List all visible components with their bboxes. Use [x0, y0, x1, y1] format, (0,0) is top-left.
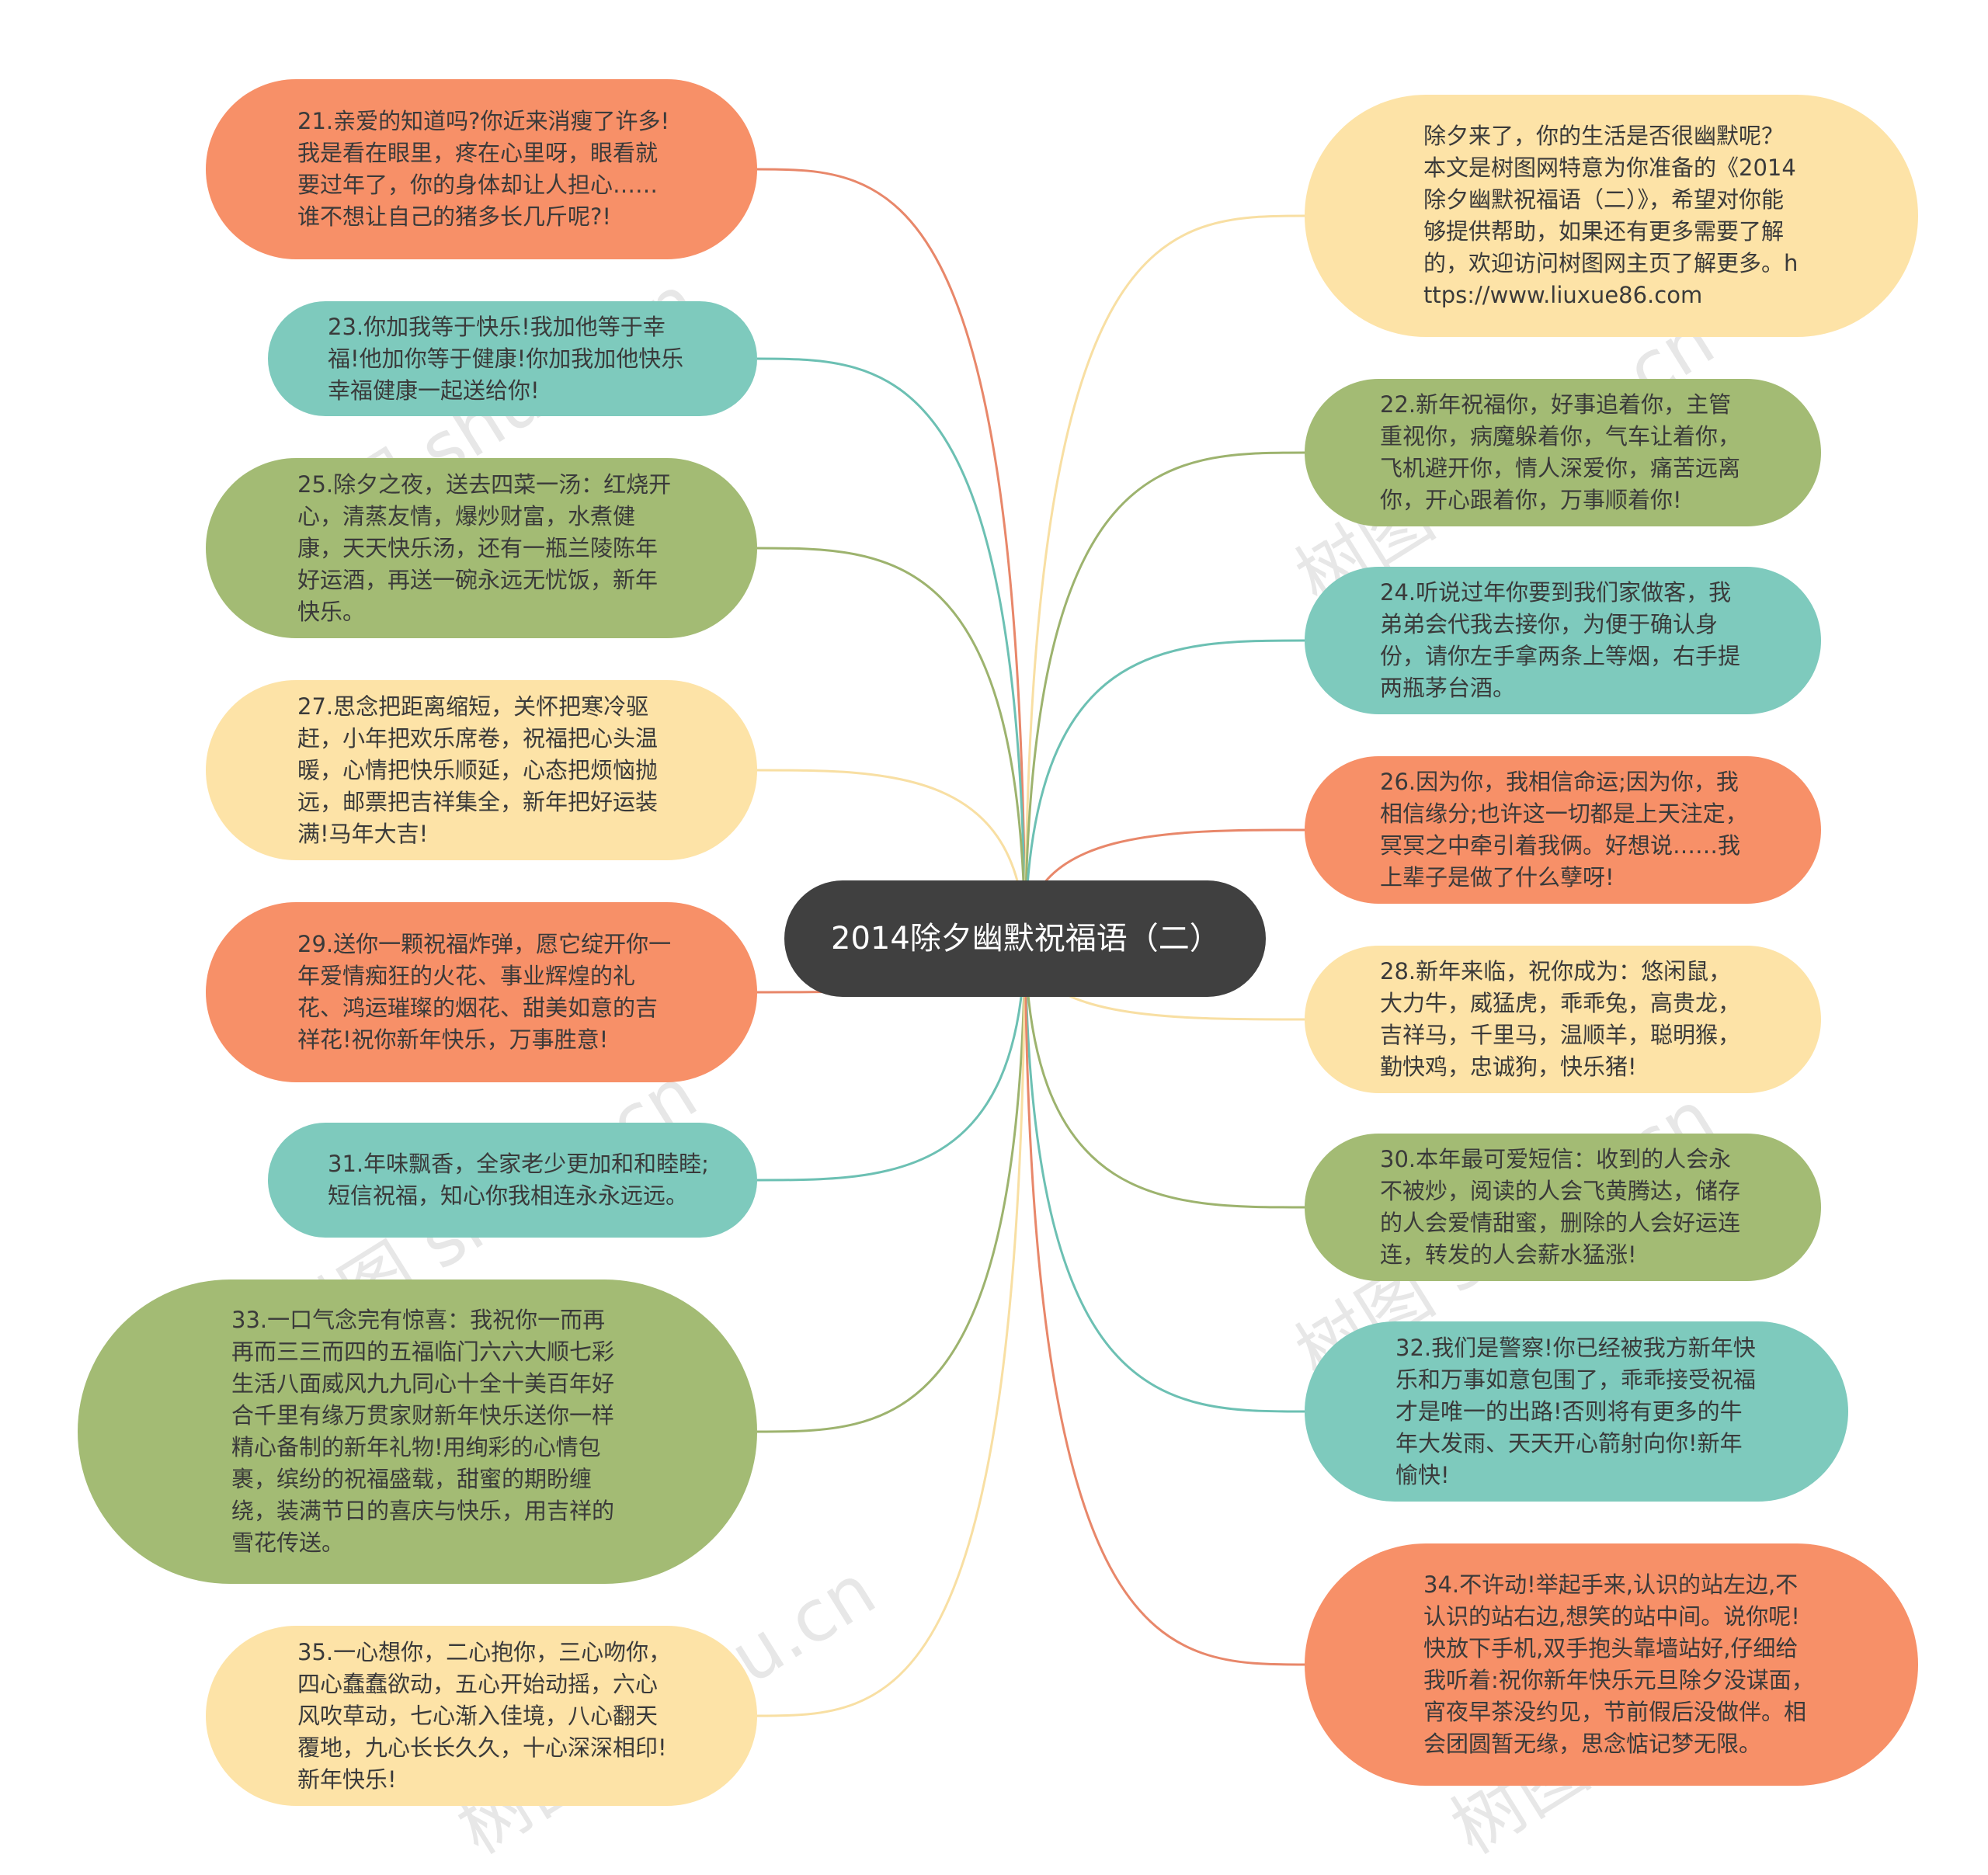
- connector-n27: [756, 769, 1027, 939]
- topic-text: 32.我们是警察!你已经被我方新年快乐和万事如意包围了，乖乖接受祝福才是唯一的出…: [1395, 1334, 1757, 1488]
- connector-n31: [756, 938, 1027, 1182]
- topic-text: 29.送你一颗祝福炸弹，愿它绽开你一年爱情痴狂的火花、事业辉煌的礼花、鸿运璀璨的…: [297, 931, 672, 1053]
- topic-node-30[interactable]: 30.本年最可爱短信：收到的人会永不被炒，阅读的人会飞黄腾达，储存的人会爱情甜蜜…: [1305, 1134, 1821, 1281]
- topic-text: 23.你加我等于快乐!我加他等于幸福!他加你等于健康!你加我加他快乐幸福健康一起…: [328, 313, 684, 404]
- topic-text: 除夕来了，你的生活是否很幽默呢？本文是树图网特意为你准备的《2014除夕幽默祝福…: [1423, 123, 1799, 308]
- topic-text: 27.思念把距离缩短，关怀把寒冷驱赶，小年把欢乐席卷，祝福把心头温暖，心情把快乐…: [297, 693, 659, 847]
- topic-text: 22.新年祝福你，好事追着你，主管重视你，病魔躲着你，气车让着你，飞机避开你，情…: [1380, 391, 1741, 513]
- topic-text: 30.本年最可爱短信：收到的人会永不被炒，阅读的人会飞黄腾达，储存的人会爱情甜蜜…: [1380, 1146, 1741, 1268]
- topic-node-21[interactable]: 21.亲爱的知道吗?你近来消瘦了许多!我是看在眼里，疼在心里呀，眼看就要过年了，…: [206, 79, 757, 259]
- topic-node-35[interactable]: 35.一心想你，二心抱你，三心吻你，四心蠢蠢欲动，五心开始动摇，六心风吹草动，七…: [206, 1626, 757, 1806]
- connector-n33: [756, 938, 1027, 1433]
- topic-node-33[interactable]: 33.一口气念完有惊喜：我祝你一而再再而三三而四的五福临门六六大顺七彩生活八面威…: [78, 1280, 757, 1584]
- connector-n22: [1024, 451, 1305, 939]
- topic-text: 26.因为你，我相信命运;因为你，我相信缘分;也许这一切都是上天注定，冥冥之中牵…: [1380, 769, 1748, 891]
- connector-n23: [756, 357, 1027, 939]
- connector-n25: [756, 547, 1027, 939]
- connector-n21: [756, 168, 1027, 939]
- topic-node-29[interactable]: 29.送你一颗祝福炸弹，愿它绽开你一年爱情痴狂的火花、事业辉煌的礼花、鸿运璀璨的…: [206, 902, 757, 1082]
- topic-text: 25.除夕之夜，送去四菜一汤：红烧开心，清蒸友情，爆炒财富，水煮健康，天天快乐汤…: [297, 470, 672, 625]
- topic-text: 28.新年来临，祝你成为：悠闲鼠，大力牛，威猛虎，乖乖兔，高贵龙，吉祥马，千里马…: [1380, 958, 1741, 1080]
- topic-node-26[interactable]: 26.因为你，我相信命运;因为你，我相信缘分;也许这一切都是上天注定，冥冥之中牵…: [1305, 756, 1821, 904]
- topic-node-23[interactable]: 23.你加我等于快乐!我加他等于幸福!他加你等于健康!你加我加他快乐幸福健康一起…: [268, 301, 757, 416]
- topic-text: 31.年味飘香，全家老少更加和和睦睦;短信祝福，知心你我相连永永远远。: [328, 1151, 709, 1209]
- root-title: 2014除夕幽默祝福语（二）: [831, 921, 1221, 957]
- connector-n34: [1024, 938, 1305, 1666]
- topic-node-32[interactable]: 32.我们是警察!你已经被我方新年快乐和万事如意包围了，乖乖接受祝福才是唯一的出…: [1305, 1321, 1848, 1502]
- connector-n35: [756, 938, 1027, 1717]
- topic-node-28[interactable]: 28.新年来临，祝你成为：悠闲鼠，大力牛，威猛虎，乖乖兔，高贵龙，吉祥马，千里马…: [1305, 946, 1821, 1093]
- topic-node-24[interactable]: 24.听说过年你要到我们家做客，我弟弟会代我去接你，为便于确认身份，请你左手拿两…: [1305, 567, 1821, 714]
- connector-n24: [1024, 639, 1305, 939]
- topic-text: 21.亲爱的知道吗?你近来消瘦了许多!我是看在眼里，疼在心里呀，眼看就要过年了，…: [297, 108, 670, 230]
- topic-node-31[interactable]: 31.年味飘香，全家老少更加和和睦睦;短信祝福，知心你我相连永永远远。: [268, 1123, 757, 1238]
- topic-node-22[interactable]: 22.新年祝福你，好事追着你，主管重视你，病魔躲着你，气车让着你，飞机避开你，情…: [1305, 379, 1821, 526]
- topic-node-34[interactable]: 34.不许动!举起手来,认识的站左边,不认识的站右边,想笑的站中间。说你呢!快放…: [1305, 1543, 1918, 1786]
- topic-text: 24.听说过年你要到我们家做客，我弟弟会代我去接你，为便于确认身份，请你左手拿两…: [1380, 579, 1741, 701]
- topic-node-27[interactable]: 27.思念把距离缩短，关怀把寒冷驱赶，小年把欢乐席卷，祝福把心头温暖，心情把快乐…: [206, 680, 757, 860]
- connector-nintro: [1024, 214, 1305, 939]
- connector-n32: [1024, 938, 1305, 1413]
- connector-n30: [1024, 938, 1305, 1209]
- topic-node-25[interactable]: 25.除夕之夜，送去四菜一汤：红烧开心，清蒸友情，爆炒财富，水煮健康，天天快乐汤…: [206, 458, 757, 638]
- topic-text: 33.一口气念完有惊喜：我祝你一而再再而三三而四的五福临门六六大顺七彩生活八面威…: [231, 1307, 615, 1556]
- topic-text: 35.一心想你，二心抱你，三心吻你，四心蠢蠢欲动，五心开始动摇，六心风吹草动，七…: [297, 1638, 672, 1793]
- root-node[interactable]: 2014除夕幽默祝福语（二）: [784, 880, 1266, 997]
- intro-node[interactable]: 除夕来了，你的生活是否很幽默呢？本文是树图网特意为你准备的《2014除夕幽默祝福…: [1305, 95, 1918, 337]
- topic-text: 34.不许动!举起手来,认识的站左边,不认识的站右边,想笑的站中间。说你呢!快放…: [1423, 1571, 1814, 1757]
